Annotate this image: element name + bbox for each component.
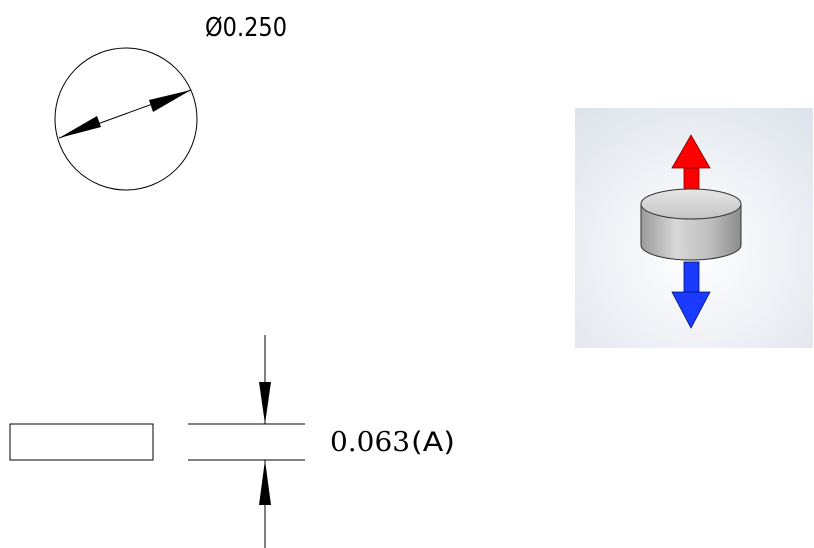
diameter-arrowhead-right [149, 90, 191, 112]
top-view: Ø0.250 [54, 13, 287, 191]
diameter-label: Ø0.250 [205, 13, 287, 43]
thickness-value: 0.063 [330, 427, 410, 458]
magnet-arrow-down-icon [671, 261, 711, 329]
dimension-arrowhead-top [259, 382, 271, 424]
isometric-preview [575, 108, 813, 348]
thickness-suffix: (A) [411, 427, 455, 458]
dimension-arrowhead-bottom [259, 460, 271, 505]
thickness-dimension: 0.063 (A) [188, 335, 455, 548]
top-view-circle [54, 47, 198, 191]
side-view [9, 423, 154, 461]
side-view-rectangle [9, 423, 154, 461]
diameter-arrowhead-left [59, 116, 101, 138]
magnet-cylinder [640, 188, 742, 261]
